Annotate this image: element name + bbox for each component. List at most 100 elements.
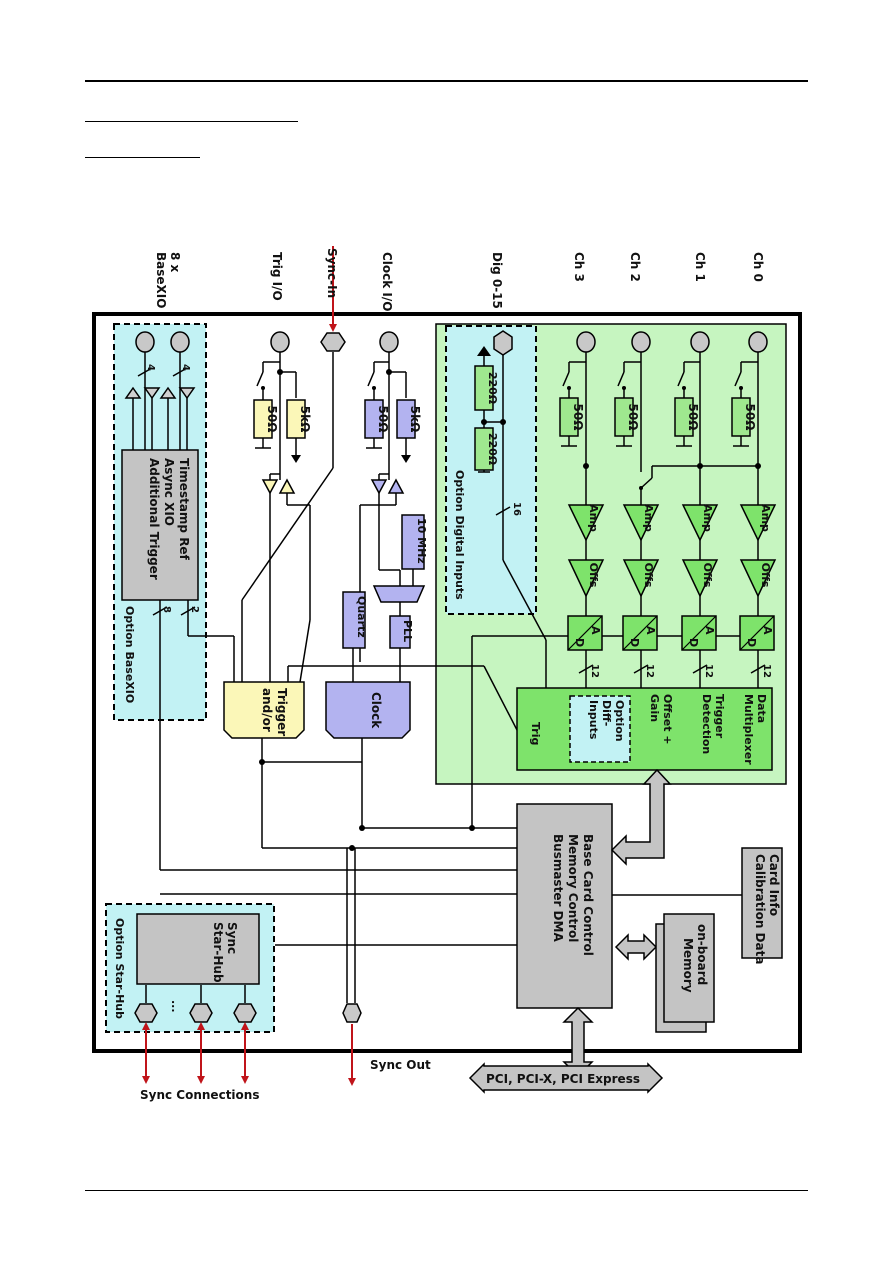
base-card-control <box>516 803 613 1009</box>
basexio-connector-b[interactable] <box>170 331 190 353</box>
resistor-label: 50Ω <box>686 404 700 431</box>
basexio-width-4a: 4 <box>145 364 156 371</box>
basexio-name-label: BaseXIO <box>154 252 168 308</box>
mux-line5: Offset + <box>661 694 674 745</box>
switch-contacts <box>261 386 743 490</box>
adc-a-label: A <box>589 626 602 635</box>
ch3-connector[interactable] <box>576 331 596 353</box>
amp-label: Amp <box>759 504 772 532</box>
basexio-line3: Additional Trigger <box>147 458 161 580</box>
junction-dots <box>259 369 761 851</box>
resistor-50-clock: 50Ω <box>364 399 390 439</box>
basexio-width-4b: 4 <box>180 364 191 371</box>
ch3-label: Ch 3 <box>572 252 586 282</box>
resistor-50-ch2: 50Ω <box>614 397 640 437</box>
card-info-line2: Calibration Data <box>753 854 767 964</box>
ten-mhz-block <box>401 514 425 570</box>
memory-front <box>663 913 715 1023</box>
ch2-label: Ch 2 <box>628 252 642 282</box>
basexio-count-label: 8 x <box>168 252 182 273</box>
resistor-label: 50Ω <box>743 404 757 431</box>
mux-trig: Trig <box>529 722 542 745</box>
resistor-50-trig: 50Ω <box>253 399 279 439</box>
adc-d-label: D <box>687 638 700 647</box>
card-info <box>741 847 783 959</box>
star-hub-ellipsis: ... <box>169 1000 182 1013</box>
resistor-50-ch3: 50Ω <box>559 397 585 437</box>
memory-line2: Memory <box>681 938 695 993</box>
offs-label: Offs <box>701 563 714 588</box>
star-hub-line2: Star-Hub <box>211 922 225 983</box>
ch0-connector[interactable] <box>748 331 768 353</box>
trig-io-label: Trig I/O <box>270 252 284 301</box>
star-hub-block <box>136 913 260 985</box>
sync-in-label: Sync-In <box>325 248 339 298</box>
sync-out-label: Sync Out <box>370 1058 431 1072</box>
amp-label: Amp <box>587 504 600 532</box>
card-info-line1: Card Info <box>767 854 781 916</box>
dig-connector[interactable] <box>493 330 513 356</box>
data-multiplexer <box>516 687 773 771</box>
base-card-line2: Memory Control <box>566 834 580 942</box>
ch1-connector[interactable] <box>690 331 710 353</box>
diff-line2: Diff- <box>600 700 613 726</box>
resistor-50-ch1: 50Ω <box>674 397 700 437</box>
basexio-option-label: Option BaseXIO <box>123 606 136 703</box>
amp-label: Amp <box>701 504 714 532</box>
pci-vertical-arrow <box>562 1006 594 1078</box>
offs-label: Offs <box>759 563 772 588</box>
trigger-line1: Trigger <box>275 688 289 736</box>
resistor-220-bottom: 220Ω <box>474 427 499 471</box>
bus-width-label: 12 <box>589 664 600 678</box>
mux-line6: Gain <box>648 694 661 722</box>
mux-to-base-arrow <box>610 768 672 866</box>
diff-inputs-option <box>569 695 631 763</box>
basexio-line2: Async XIO <box>162 458 176 526</box>
basexio-block <box>121 449 199 601</box>
ch2-connector[interactable] <box>631 331 651 353</box>
pll-label: PLL <box>401 620 414 642</box>
star-hub-connector-1[interactable] <box>134 1003 158 1023</box>
trigger-line2: and/or <box>260 688 274 732</box>
quartz-label: Quartz <box>355 596 368 638</box>
ground-arrows <box>291 346 491 463</box>
mux-line4: Detection <box>700 694 713 754</box>
resistor-label: 50Ω <box>571 404 585 431</box>
amp-blocks <box>567 504 777 598</box>
offs-label: Offs <box>642 563 655 588</box>
header-rule <box>85 80 808 82</box>
basexio-connector-a[interactable] <box>135 331 155 353</box>
star-hub-connector-3[interactable] <box>233 1003 257 1023</box>
resistor-220-top: 220Ω <box>474 365 499 411</box>
sync-connections-label: Sync Connections <box>140 1088 259 1102</box>
basexio-buffers <box>124 386 196 400</box>
mux-line1: Data <box>755 694 768 723</box>
bus-width-label: 12 <box>703 664 714 678</box>
sync-out-connector[interactable] <box>342 1003 362 1023</box>
trig-io-connector[interactable] <box>270 331 290 353</box>
resistor-label: 220Ω <box>486 372 499 405</box>
resistor-label: 220Ω <box>486 433 499 466</box>
resistor-label: 50Ω <box>376 406 390 433</box>
ch0-label: Ch 0 <box>751 252 765 282</box>
clock-io-connector[interactable] <box>379 331 399 353</box>
star-hub-connector-2[interactable] <box>189 1003 213 1023</box>
resistor-label: 5kΩ <box>408 406 422 433</box>
basexio-width-2: 2 <box>189 606 200 613</box>
clock-mux <box>372 585 426 603</box>
resistor-5k-trig: 5kΩ <box>286 399 312 439</box>
diff-line3: Inputs <box>587 700 600 740</box>
adc-blocks <box>567 615 775 651</box>
basexio-line1: Timestamp Ref <box>177 458 191 561</box>
clock-io-label: Clock I/O <box>380 252 394 311</box>
ch1-label: Ch 1 <box>693 252 707 282</box>
memory-line1: on-board <box>695 924 709 985</box>
base-card-line1: Base Card Control <box>581 834 595 956</box>
resistor-50-ch0: 50Ω <box>731 397 757 437</box>
bus-width-label: 12 <box>761 664 772 678</box>
adc-a-label: A <box>644 626 657 635</box>
star-hub-option-label: Option Star-Hub <box>113 918 126 1019</box>
digital-inputs-label: Option Digital Inputs <box>453 470 466 600</box>
sync-in-connector[interactable] <box>320 332 346 352</box>
